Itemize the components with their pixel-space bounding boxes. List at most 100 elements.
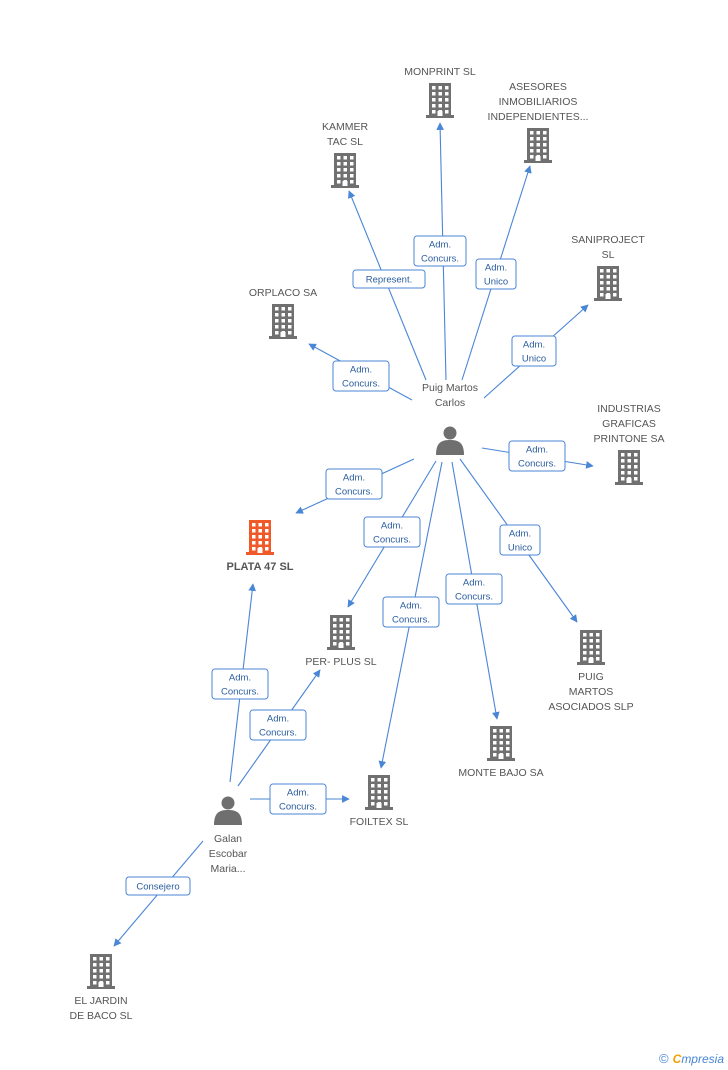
- node-asesores[interactable]: ASESORESINMOBILIARIOSINDEPENDIENTES...: [488, 81, 589, 163]
- edge-label-box[interactable]: Adm. Unico: [511, 335, 557, 367]
- edge-label-text: Adm.: [526, 445, 548, 456]
- node-label: MONPRINT SL: [404, 66, 476, 78]
- edge-label-box[interactable]: Adm. Concurs.: [269, 783, 327, 815]
- edge-label-frame: [508, 440, 566, 472]
- edge-label-text: Adm.: [463, 578, 485, 589]
- edge-label-text: Adm.: [429, 240, 451, 251]
- edge-label-frame: [332, 360, 390, 392]
- node-label: EL JARDIN: [74, 995, 127, 1007]
- edge-label-frame: [413, 235, 467, 267]
- building-icon: [426, 83, 454, 118]
- edge-label-text: Concurs.: [373, 535, 411, 546]
- edge-label-text: Unico: [508, 543, 532, 554]
- building-icon: [615, 450, 643, 485]
- edge-label-frame: [499, 524, 541, 556]
- edge-label-text: Concurs.: [342, 379, 380, 390]
- node-jardin[interactable]: EL JARDIN DE BACO SL: [69, 954, 133, 1022]
- edge-label-box[interactable]: Adm. Concurs.: [508, 440, 566, 472]
- edge-label-text: Concurs.: [279, 802, 317, 813]
- edge-label-box[interactable]: Adm. Unico: [499, 524, 541, 556]
- node-label: Escobar: [209, 848, 248, 860]
- edge-label-text: Consejero: [136, 882, 179, 893]
- building-icon: [246, 520, 274, 555]
- node-label: PRINTONE SA: [594, 433, 665, 445]
- edge-label-text: Adm.: [381, 521, 403, 532]
- node-label: INDEPENDIENTES...: [488, 111, 589, 123]
- node-label: Galan: [214, 833, 242, 845]
- node-label: Carlos: [435, 397, 465, 409]
- person-icon: [214, 796, 242, 825]
- node-label: Maria...: [210, 863, 245, 875]
- nodes-layer: MONPRINT SLASESORESINMOBILIARIOSINDEPEND…: [69, 66, 664, 1022]
- edge-label-frame: [211, 668, 269, 700]
- edge-label-text: Concurs.: [335, 487, 373, 498]
- edge-label-box[interactable]: Consejero: [125, 876, 191, 896]
- edge-label-frame: [352, 269, 426, 289]
- node-label: INDUSTRIAS: [597, 403, 661, 415]
- node-foiltex[interactable]: FOILTEX SL: [350, 775, 409, 828]
- node-label: MONTE BAJO SA: [458, 767, 543, 779]
- copyright-symbol: ©: [659, 1051, 669, 1066]
- node-label: TAC SL: [327, 136, 363, 148]
- building-icon: [487, 726, 515, 761]
- edge-label-text: Adm.: [350, 365, 372, 376]
- node-label: Puig Martos: [422, 382, 478, 394]
- building-icon: [594, 266, 622, 301]
- edge-label-box[interactable]: Adm. Concurs.: [325, 468, 383, 500]
- node-label: ASOCIADOS SLP: [548, 701, 633, 713]
- edge-label-frame: [125, 876, 191, 896]
- edge-label-text: Unico: [484, 277, 508, 288]
- node-plata[interactable]: PLATA 47 SL: [226, 520, 294, 573]
- node-label: DE BACO SL: [69, 1010, 132, 1022]
- node-label: PLATA 47 SL: [226, 561, 293, 573]
- building-icon: [577, 630, 605, 665]
- node-label: KAMMER: [322, 121, 369, 133]
- brand-logo[interactable]: Cmpresia: [672, 1051, 724, 1066]
- building-icon: [524, 128, 552, 163]
- edge-label-box[interactable]: Adm. Concurs.: [332, 360, 390, 392]
- edge-label-text: Adm.: [509, 529, 531, 540]
- edge-label-box[interactable]: Represent.: [352, 269, 426, 289]
- edge-label-text: Adm.: [287, 788, 309, 799]
- node-monprint[interactable]: MONPRINT SL: [404, 66, 476, 118]
- edge-label-text: Unico: [522, 354, 546, 365]
- node-label: PER- PLUS SL: [305, 656, 376, 668]
- node-label: PUIG: [578, 671, 604, 683]
- edge-label-frame: [325, 468, 383, 500]
- node-label: SANIPROJECT: [571, 234, 645, 246]
- node-orplaco[interactable]: ORPLACO SA: [249, 287, 317, 339]
- node-industrias[interactable]: INDUSTRIAS GRAFICAS PRINTONE SA: [594, 403, 665, 485]
- edge-label-text: Adm.: [523, 340, 545, 351]
- edge-label-box[interactable]: Adm.Concurs.: [249, 709, 307, 741]
- edge-label-text: Adm.: [343, 473, 365, 484]
- edge-label-box[interactable]: Adm. Unico: [475, 258, 517, 290]
- edge-label-text: Concurs.: [259, 728, 297, 739]
- edge-label-box[interactable]: Adm. Concurs.: [445, 573, 503, 605]
- node-kammer[interactable]: KAMMER TAC SL: [322, 121, 369, 188]
- edge-label-box[interactable]: Adm.Concurs.: [382, 596, 440, 628]
- edge-label-text: Represent.: [366, 275, 412, 286]
- edge-labels-layer: Adm.Concurs.Adm.UnicoRepresent.Adm.Unico…: [125, 235, 566, 896]
- edge-label-text: Concurs.: [518, 459, 556, 470]
- edge-label-box[interactable]: Adm. Concurs.: [363, 516, 421, 548]
- edge-label-frame: [382, 596, 440, 628]
- building-icon: [269, 304, 297, 339]
- node-label: INMOBILIARIOS: [499, 96, 578, 108]
- person-icon: [436, 426, 464, 455]
- building-icon: [331, 153, 359, 188]
- edge-label-text: Concurs.: [455, 592, 493, 603]
- edge-label-frame: [269, 783, 327, 815]
- node-perplus[interactable]: PER- PLUS SL: [305, 615, 377, 668]
- building-icon: [365, 775, 393, 810]
- node-galan[interactable]: GalanEscobarMaria...: [209, 796, 248, 876]
- node-label: GRAFICAS: [602, 418, 656, 430]
- edge-label-text: Concurs.: [392, 615, 430, 626]
- edge-label-box[interactable]: Adm.Concurs.: [413, 235, 467, 267]
- node-montebajo[interactable]: MONTE BAJO SA: [458, 726, 544, 779]
- edge-label-text: Adm.: [229, 673, 251, 684]
- edge-label-box[interactable]: Adm.Concurs.: [211, 668, 269, 700]
- edge-label-text: Adm.: [485, 263, 507, 274]
